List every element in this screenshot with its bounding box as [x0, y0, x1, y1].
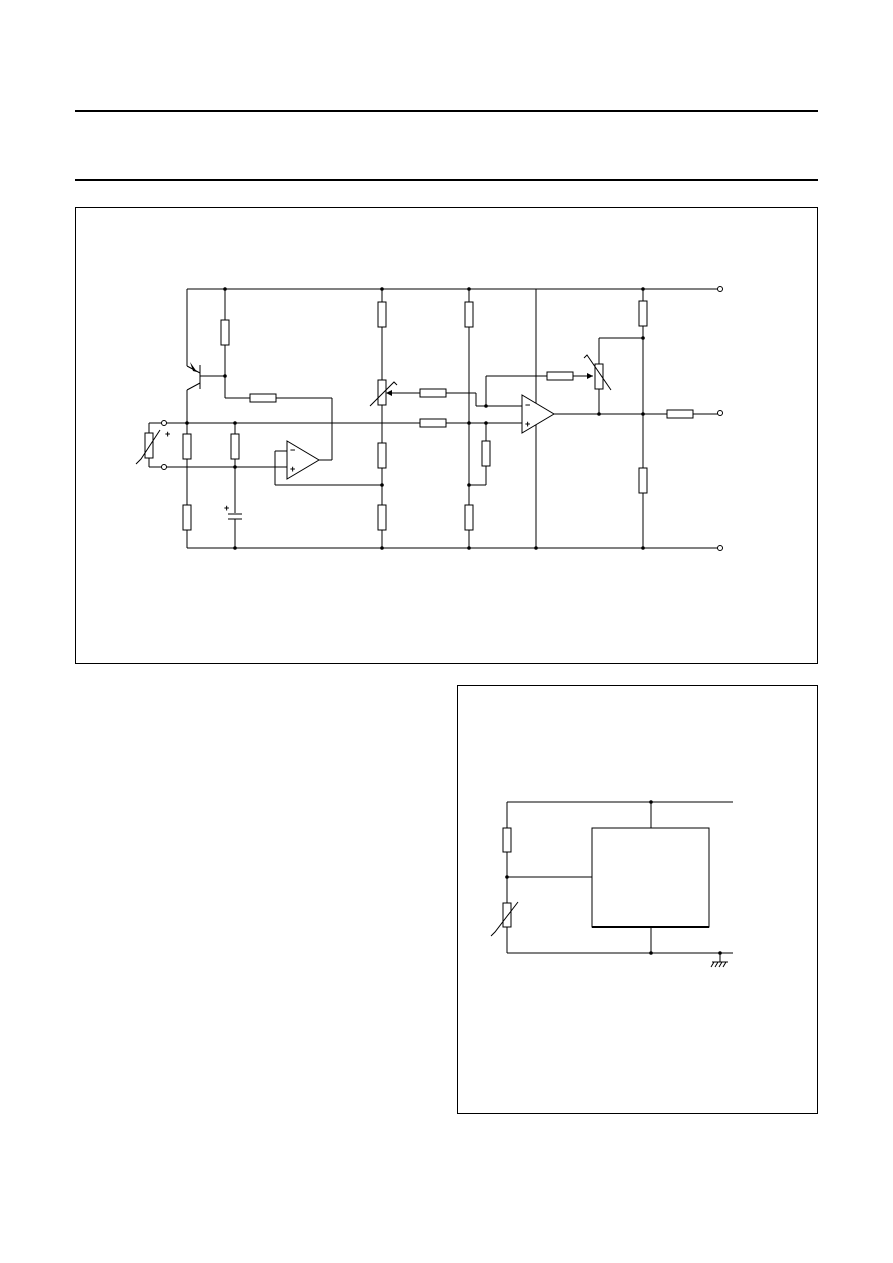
svg-text:−: − — [290, 445, 295, 455]
input-terminal-plus[interactable] — [161, 420, 167, 426]
resistor-col3 — [481, 440, 491, 467]
resistor-left-upper — [182, 433, 192, 460]
wiper-arrow-icon — [386, 390, 392, 396]
thermistor-sensor-arrow-icon — [490, 901, 519, 937]
thermistor-input — [144, 432, 154, 459]
emitter-arrow-icon — [190, 362, 197, 372]
resistor-feedback-1 — [249, 393, 277, 403]
resistor-col1-low — [377, 504, 387, 531]
svg-text:+: + — [525, 419, 530, 429]
header-rule-top — [75, 110, 818, 112]
figure1-frame — [75, 207, 818, 664]
resistor-series — [502, 827, 512, 853]
resistor-left-lower — [182, 504, 192, 531]
transistor-icon — [186, 289, 225, 548]
thermistor-input-arrow-icon — [135, 429, 161, 465]
resistor-col2-low — [464, 504, 474, 531]
polarity-plus-label: + — [165, 429, 170, 439]
svg-text:−: − — [525, 400, 530, 410]
svg-text:+: + — [290, 464, 295, 474]
sensor-block-diagram — [490, 800, 733, 968]
resistor-col1-top — [377, 301, 387, 328]
resistor-col2-top — [464, 301, 474, 328]
resistor-base — [220, 319, 230, 346]
resistor-wiper — [419, 388, 447, 398]
ic-block — [591, 827, 710, 928]
terminal-top[interactable] — [717, 286, 723, 292]
resistor-feedback-2 — [546, 371, 574, 381]
resistor-col4-top — [638, 300, 648, 327]
resistor-bias — [230, 433, 240, 460]
terminal-output[interactable] — [717, 410, 723, 416]
resistor-signal — [419, 418, 447, 428]
op-amp-2-icon — [521, 394, 555, 434]
potentiometer-1-arrow-icon — [369, 381, 398, 407]
thermistor-sensor — [502, 902, 512, 928]
resistor-col4-low — [638, 467, 648, 494]
wiper-2-arrow-icon — [587, 373, 593, 379]
potentiometer-1 — [377, 379, 387, 406]
header-rule-bottom — [75, 179, 818, 181]
input-terminal-minus[interactable] — [161, 464, 167, 470]
op-amp-1-icon — [286, 440, 320, 480]
resistor-output — [666, 409, 694, 419]
potentiometer-2-arrow-icon — [583, 354, 612, 391]
figure2-frame — [457, 685, 818, 1114]
resistor-col1-mid — [377, 442, 387, 469]
terminal-bottom[interactable] — [717, 545, 723, 551]
ground-icon — [710, 951, 728, 968]
junction-dots — [185, 287, 645, 550]
capacitor-plus-label: + — [224, 503, 229, 513]
circuit-diagram: + + − + — [135, 286, 723, 551]
